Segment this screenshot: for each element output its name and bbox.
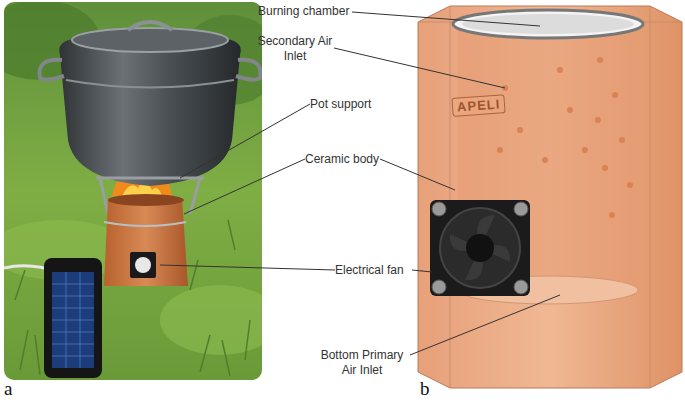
burning-chamber-rim (453, 10, 643, 38)
solar-grid (52, 272, 94, 368)
fan-ring (440, 208, 520, 288)
electrical-fan (430, 200, 530, 296)
cooking-pot (59, 38, 241, 186)
pot-handle (236, 60, 261, 80)
air-holes (497, 57, 633, 218)
pot-handle (39, 60, 64, 80)
fan-hub (135, 257, 151, 273)
photo (4, 2, 262, 380)
leader-lines (160, 12, 560, 355)
stove-model (418, 6, 682, 388)
callout-label: Ceramic body (305, 152, 395, 167)
callout-label: Secondary Air Inlet (254, 34, 336, 64)
pot-rim (66, 80, 234, 88)
fan-blades (450, 215, 510, 280)
fan (130, 252, 156, 278)
power-bank (44, 258, 102, 378)
ceramic-body-3d (418, 6, 682, 388)
embossed-logo: APELI (451, 94, 505, 117)
fan-screws (432, 202, 528, 294)
callout-label: Pot support (310, 97, 400, 112)
prism-edges (418, 6, 682, 388)
lid-handle (128, 22, 172, 30)
ceramic-stove (104, 198, 188, 286)
panel-letter: b (420, 378, 430, 400)
fan-hub (466, 234, 494, 262)
solar-panel (52, 272, 94, 368)
callout-label: Burning chamber (258, 4, 368, 19)
inner-cylinder (458, 28, 638, 290)
panel-letter: a (4, 378, 12, 400)
pot-lid (72, 28, 228, 52)
burning-chamber (462, 14, 634, 34)
callout-label: Bottom Primary Air Inlet (312, 348, 412, 378)
callout-label: Electrical fan (335, 263, 425, 278)
wire-ring (104, 222, 186, 226)
stove-opening (108, 194, 184, 206)
